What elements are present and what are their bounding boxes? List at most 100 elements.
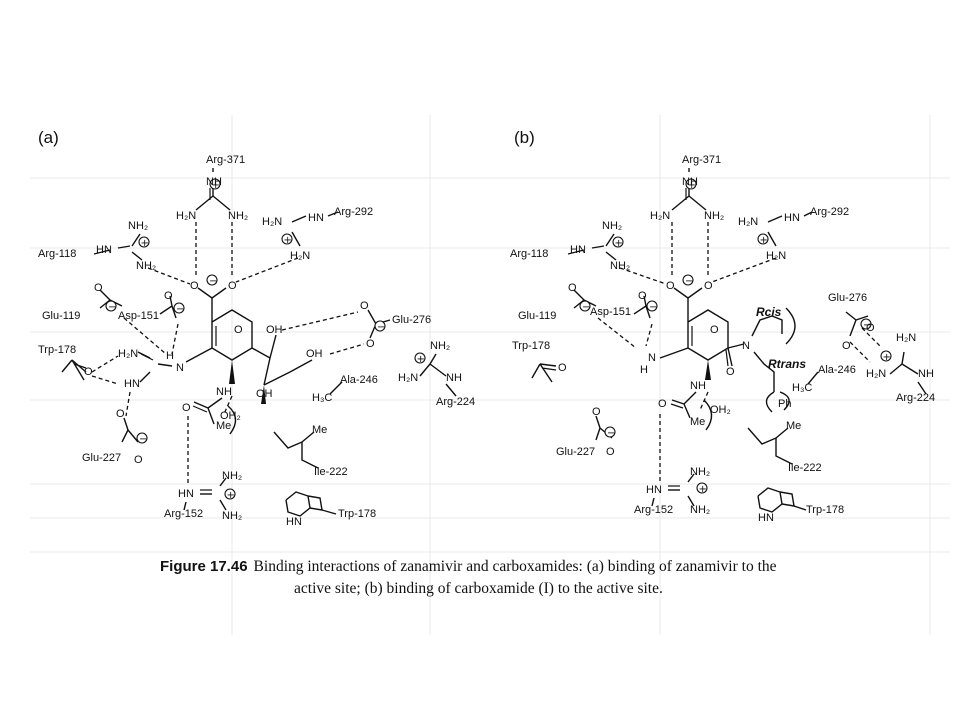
svg-text:+: + (212, 180, 220, 191)
group-label: O (658, 398, 667, 410)
grid-lines (30, 115, 950, 635)
residue-label: Ala-246 (818, 364, 856, 376)
svg-text:−: − (176, 304, 184, 315)
group-label: O (84, 366, 93, 378)
group-label: O (228, 280, 237, 292)
group-label: H₃C (312, 392, 333, 404)
group-label: N (176, 362, 184, 374)
group-label: NH₂ (690, 504, 711, 516)
group-label: O (866, 322, 875, 334)
residue-label: Arg-224 (436, 396, 476, 408)
group-label: H₃C (792, 382, 813, 394)
group-label: NH₂ (690, 466, 711, 478)
group-label: NH₂ (228, 210, 249, 222)
group-label: HN (758, 512, 774, 524)
svg-text:+: + (883, 352, 891, 363)
group-label: Ph (778, 398, 792, 410)
group-label: O (190, 280, 199, 292)
group-label: H₂N (118, 348, 139, 360)
group-label: O (568, 282, 577, 294)
residue-label: Ile-222 (788, 462, 822, 474)
residue-label: Trp-178 (338, 508, 377, 520)
svg-text:+: + (417, 354, 425, 365)
group-label: NH (918, 368, 934, 380)
svg-text:−: − (863, 320, 871, 331)
group-label: OH (266, 324, 283, 336)
group-label: NH₂ (128, 220, 149, 232)
group-label: HN (646, 484, 662, 496)
group-label: HN (96, 244, 112, 256)
group-label: O (164, 290, 173, 302)
group-label: H₂N (398, 372, 419, 384)
residue-label: Arg-371 (206, 154, 246, 166)
residue-label: Trp-178 (512, 340, 551, 352)
residue-label: Arg-152 (634, 504, 674, 516)
group-label: O (666, 280, 675, 292)
group-label: HN (286, 516, 302, 528)
group-label: OH (256, 388, 273, 400)
panel-b-structure: + + + − − − − + − + (531, 168, 927, 513)
group-label: NH (682, 176, 698, 188)
group-label: H₂N (290, 250, 311, 262)
group-label: O (366, 338, 375, 350)
group-label: O (94, 282, 103, 294)
group-label: NH₂ (610, 260, 631, 272)
residue-label: Arg-118 (38, 248, 77, 260)
group-label: OH (306, 348, 323, 360)
residue-label: Arg-292 (334, 206, 374, 218)
group-label: O (704, 280, 713, 292)
group-label: O (606, 446, 615, 458)
svg-text:−: − (607, 428, 615, 439)
caption-line-2: active site; (b) binding of carboxamide … (294, 580, 663, 597)
residue-label: Asp-151 (590, 306, 631, 318)
residue-label: Arg-118 (510, 248, 549, 260)
group-label: O (116, 408, 125, 420)
group-label: H (640, 364, 648, 376)
panel-label-b: (b) (514, 128, 535, 147)
group-label: H₂N (896, 332, 917, 344)
group-label: NH₂ (222, 510, 243, 522)
group-label: H₂N (866, 368, 887, 380)
group-label: O (842, 340, 851, 352)
group-label: Me (216, 420, 232, 432)
svg-text:−: − (108, 302, 116, 313)
figure-number: Figure 17.46 (160, 558, 248, 575)
group-label: NH (216, 386, 232, 398)
svg-text:−: − (685, 276, 693, 287)
rtrans-label: Rtrans (768, 357, 807, 371)
group-label: HN (570, 244, 586, 256)
svg-text:−: − (649, 302, 657, 313)
group-label: HN (124, 378, 140, 390)
group-label: O (592, 406, 601, 418)
group-label: O (710, 324, 719, 336)
svg-text:+: + (284, 235, 292, 246)
svg-text:+: + (688, 180, 696, 191)
residue-label: Ala-246 (340, 374, 378, 386)
residue-label: Glu-119 (42, 310, 81, 322)
group-label: NH₂ (602, 220, 623, 232)
residue-label: Arg-371 (682, 154, 722, 166)
panel-label-a: (a) (38, 128, 59, 147)
group-label: H₂N (176, 210, 197, 222)
group-label: O (726, 366, 735, 378)
group-label: NH (690, 380, 706, 392)
residue-label: Glu-119 (518, 310, 557, 322)
group-label: HN (784, 212, 800, 224)
residue-label: Glu-276 (828, 292, 868, 304)
group-label: HN (308, 212, 324, 224)
group-label: NH₂ (704, 210, 725, 222)
group-label: O (182, 402, 191, 414)
svg-text:+: + (227, 490, 235, 501)
panel-a-structure: + + + − − − − − + + (61, 168, 457, 517)
rcis-label: Rcis (756, 305, 782, 319)
group-label: NH₂ (430, 340, 451, 352)
group-label: N (648, 352, 656, 364)
group-label: OH₂ (710, 404, 731, 416)
group-label: NH (206, 176, 222, 188)
group-label: O (360, 300, 369, 312)
group-label: O (134, 454, 143, 466)
group-label: N (742, 340, 750, 352)
residue-label: Trp-178 (38, 344, 77, 356)
